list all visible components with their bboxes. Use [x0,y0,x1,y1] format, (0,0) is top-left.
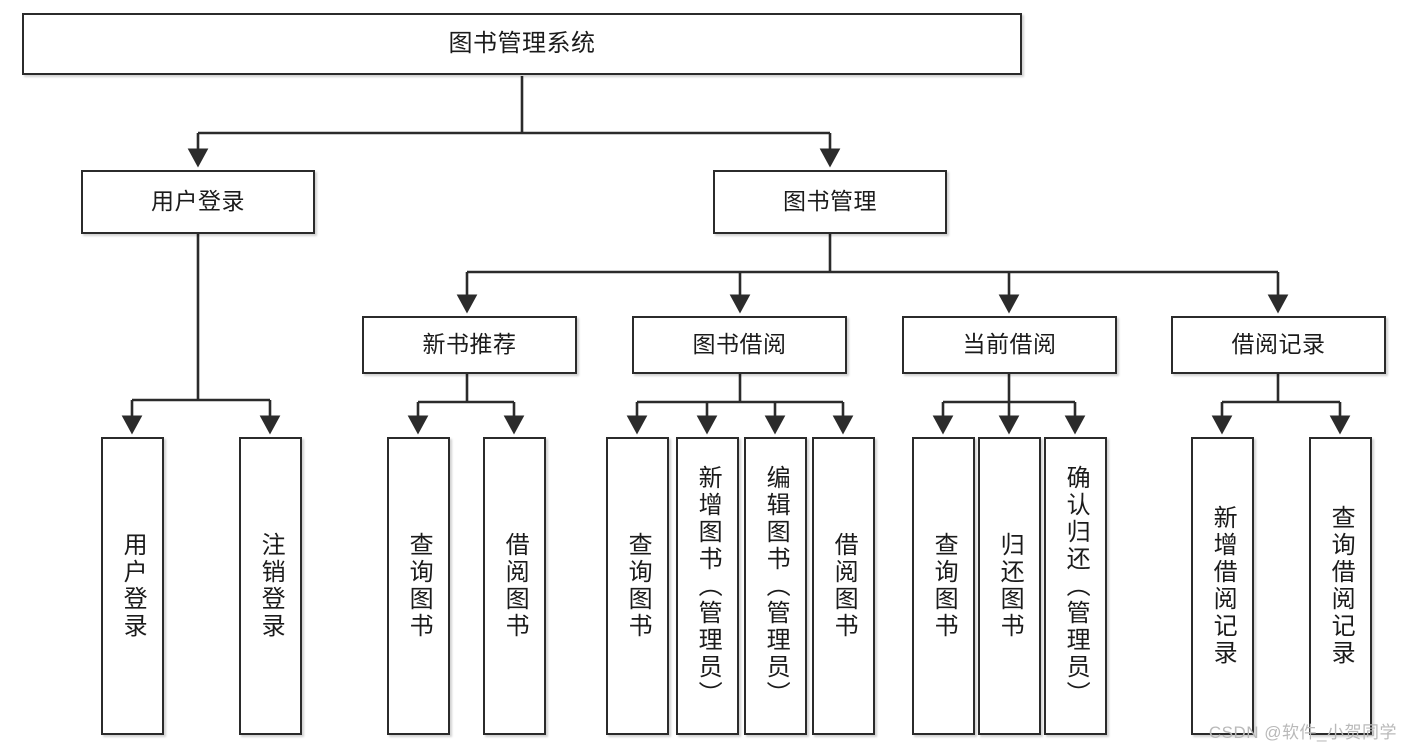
node-label: 新增图书（管理员） [694,464,722,708]
node-label: 图书管理 [783,188,877,215]
node-leaf-query-book-3[interactable]: 查询图书 [912,437,975,735]
node-leaf-add-borrow-record[interactable]: 新增借阅记录 [1191,437,1254,735]
node-leaf-add-book[interactable]: 新增图书（管理员） [676,437,739,735]
node-label: 当前借阅 [962,331,1057,358]
node-book-borrow[interactable]: 图书借阅 [632,316,847,374]
node-label: 借阅记录 [1231,331,1326,358]
node-label: 归还图书 [996,532,1024,640]
node-label: 用户登录 [151,188,245,215]
node-label: 新书推荐 [422,331,517,358]
node-leaf-query-book-2[interactable]: 查询图书 [606,437,669,735]
node-label: 注销登录 [257,532,285,640]
node-label: 编辑图书（管理员） [762,464,790,708]
node-leaf-logout[interactable]: 注销登录 [239,437,302,735]
node-leaf-query-borrow-record[interactable]: 查询借阅记录 [1309,437,1372,735]
node-root-system[interactable]: 图书管理系统 [22,13,1022,75]
node-leaf-user-login[interactable]: 用户登录 [101,437,164,735]
node-new-book-recommend[interactable]: 新书推荐 [362,316,577,374]
node-leaf-confirm-return[interactable]: 确认归还（管理员） [1044,437,1107,735]
node-label: 借阅图书 [501,532,529,640]
node-user-login[interactable]: 用户登录 [81,170,315,234]
node-label: 查询图书 [405,532,433,640]
node-label: 用户登录 [119,532,147,640]
node-label: 新增借阅记录 [1209,505,1237,667]
node-current-borrow[interactable]: 当前借阅 [902,316,1117,374]
node-borrow-record[interactable]: 借阅记录 [1171,316,1386,374]
node-label: 图书管理系统 [448,29,596,57]
node-label: 借阅图书 [830,532,858,640]
node-label: 确认归还（管理员） [1062,464,1090,708]
node-label: 图书借阅 [692,331,787,358]
node-book-manage[interactable]: 图书管理 [713,170,947,234]
watermark-text: CSDN @软件_小贺同学 [1208,723,1397,742]
node-label: 查询图书 [930,532,958,640]
node-label: 查询图书 [624,532,652,640]
node-label: 查询借阅记录 [1327,505,1355,667]
node-leaf-borrow-book-1[interactable]: 借阅图书 [483,437,546,735]
node-leaf-edit-book[interactable]: 编辑图书（管理员） [744,437,807,735]
node-leaf-query-book-1[interactable]: 查询图书 [387,437,450,735]
node-leaf-return-book[interactable]: 归还图书 [978,437,1041,735]
node-leaf-borrow-book-2[interactable]: 借阅图书 [812,437,875,735]
